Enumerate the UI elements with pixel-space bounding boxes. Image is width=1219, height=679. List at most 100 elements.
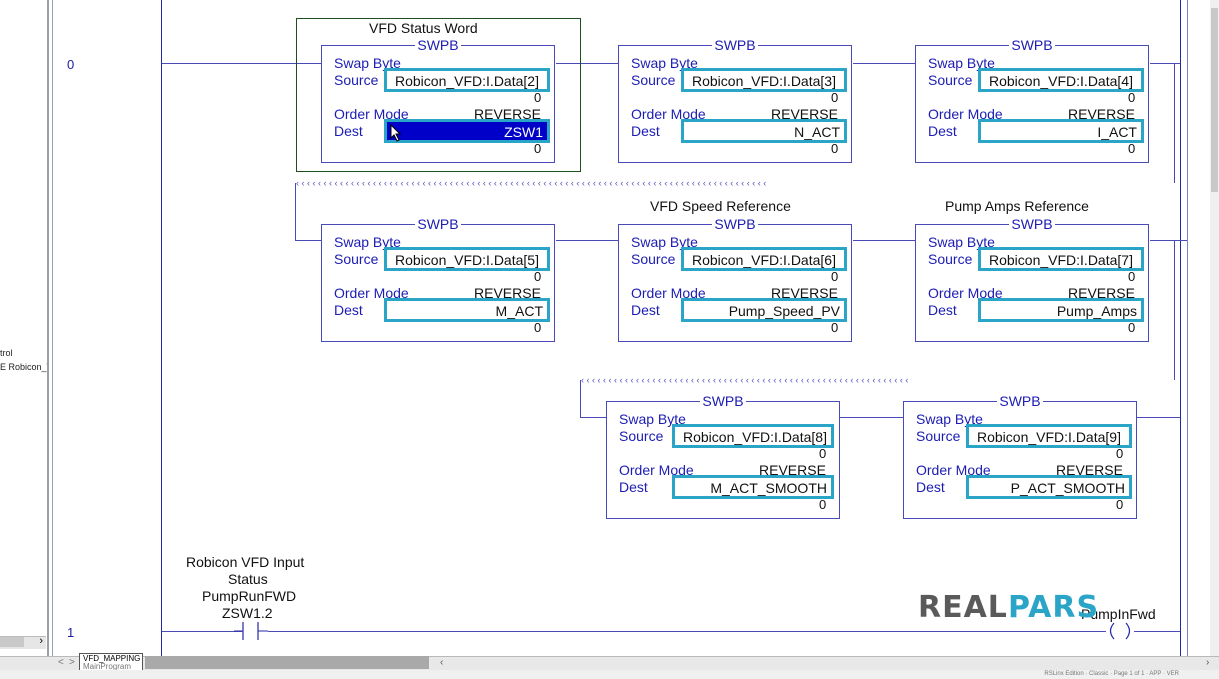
vertical-scroll-thumb[interactable]	[1211, 8, 1218, 192]
wrap-arrow-line: ‹ ‹ ‹ ‹ ‹ ‹ ‹ ‹ ‹ ‹ ‹ ‹ ‹ ‹ ‹ ‹ ‹ ‹ ‹ ‹ …	[296, 178, 767, 188]
left-power-rail	[161, 0, 162, 656]
contact-description: PumpRunFWD	[202, 588, 297, 604]
dest-operand-field[interactable]: I_ACT	[978, 119, 1144, 143]
contact-description: Status	[228, 571, 268, 587]
swap-byte-label: Swap Byte	[631, 55, 698, 71]
contact-description: Robicon VFD Input	[186, 554, 305, 570]
source-operand-field[interactable]: Robicon_VFD:I.Data[9]	[966, 424, 1132, 448]
wrap-wire	[580, 380, 581, 417]
organizer-scroll-right-arrow-icon[interactable]: ›	[39, 635, 43, 647]
wrap-wire	[1174, 240, 1175, 380]
source-operand-field[interactable]: Robicon_VFD:I.Data[6]	[681, 247, 847, 271]
horizontal-scroll-thumb[interactable]	[145, 656, 429, 669]
swpb-instruction-block[interactable]: SWPB Swap Byte Source Robicon_VFD:I.Data…	[321, 37, 555, 163]
dest-label: Dest	[334, 123, 363, 139]
controller-organizer-panel: trol E Robicon_V › izer	[0, 0, 53, 668]
source-value: 0	[1128, 269, 1136, 284]
rung-number[interactable]: 1	[67, 625, 75, 640]
mouse-cursor-icon	[390, 124, 402, 142]
organizer-scrollbar[interactable]: ›	[0, 635, 46, 649]
organizer-scroll-thumb[interactable]	[0, 637, 24, 647]
order-mode-label: Order Mode	[928, 285, 1003, 301]
dest-operand-field[interactable]: M_ACT	[384, 298, 550, 322]
order-mode-value: REVERSE	[759, 462, 826, 478]
swpb-instruction-block[interactable]: SWPB Swap Byte Source Robicon_VFD:I.Data…	[618, 37, 852, 163]
source-operand-field[interactable]: Robicon_VFD:I.Data[5]	[384, 247, 550, 271]
order-mode-label: Order Mode	[334, 285, 409, 301]
dest-operand-field[interactable]: Pump_Amps	[978, 298, 1144, 322]
tab-scroll-right-icon[interactable]: >	[69, 657, 75, 668]
swpb-instruction-block[interactable]: SWPB Swap Byte Source Robicon_VFD:I.Data…	[321, 216, 555, 342]
source-operand-field[interactable]: Robicon_VFD:I.Data[2]	[384, 68, 550, 92]
source-operand-field[interactable]: Robicon_VFD:I.Data[3]	[681, 68, 847, 92]
order-mode-label: Order Mode	[631, 285, 706, 301]
rung-wire	[1150, 240, 1187, 241]
block-title: SWPB	[415, 216, 461, 232]
source-label: Source	[631, 251, 676, 267]
routine-name: VFD_MAPPING	[83, 654, 141, 663]
rung-wire	[580, 417, 607, 418]
rung-wire	[1137, 417, 1180, 418]
rung-wire	[556, 63, 619, 64]
source-operand-field[interactable]: Robicon_VFD:I.Data[4]	[978, 68, 1144, 92]
dest-operand: Pump_Speed_PV	[728, 303, 840, 319]
order-mode-label: Order Mode	[334, 106, 409, 122]
routine-tab-vfd-mapping[interactable]: VFD_MAPPING MainProgram	[79, 653, 143, 671]
dest-operand: M_ACT_SMOOTH	[710, 480, 827, 496]
order-mode-label: Order Mode	[916, 462, 991, 478]
xic-contact-icon[interactable]	[234, 622, 268, 640]
source-operand-field[interactable]: Robicon_VFD:I.Data[7]	[978, 247, 1144, 271]
organizer-tree-item[interactable]: E Robicon_V	[0, 362, 53, 372]
dest-operand: P_ACT_SMOOTH	[1010, 480, 1125, 496]
vfd-speed-reference-caption: VFD Speed Reference	[650, 198, 791, 214]
contact-tag[interactable]: ZSW1.2	[222, 605, 273, 621]
block-title: SWPB	[415, 37, 461, 53]
rung-wire	[853, 63, 916, 64]
swpb-instruction-block[interactable]: SWPB Swap Byte Source Robicon_VFD:I.Data…	[618, 216, 852, 342]
source-value: 0	[831, 269, 839, 284]
block-title: SWPB	[700, 393, 746, 409]
pump-amps-reference-caption: Pump Amps Reference	[945, 198, 1089, 214]
dest-operand-field[interactable]: Pump_Speed_PV	[681, 298, 847, 322]
dest-operand-field[interactable]: M_ACT_SMOOTH	[672, 475, 834, 499]
rung-number[interactable]: 0	[67, 57, 75, 72]
dest-operand-field[interactable]: N_ACT	[681, 119, 847, 143]
dest-value: 0	[534, 141, 542, 156]
dest-operand-field[interactable]: P_ACT_SMOOTH	[966, 475, 1132, 499]
source-operand: Robicon_VFD:I.Data[7]	[989, 252, 1133, 268]
ote-coil-icon[interactable]	[1104, 622, 1136, 640]
block-title: SWPB	[997, 393, 1043, 409]
dest-operand-field[interactable]: ZSW1	[384, 119, 550, 143]
swpb-instruction-block[interactable]: SWPB Swap Byte Source Robicon_VFD:I.Data…	[915, 216, 1149, 342]
swpb-instruction-block[interactable]: SWPB Swap Byte Source Robicon_VFD:I.Data…	[903, 393, 1137, 519]
panel-splitter[interactable]	[47, 0, 53, 656]
realpars-logo: REALPARS	[918, 590, 1099, 625]
hscroll-right-arrow-icon[interactable]: ›	[1206, 657, 1210, 668]
dest-label: Dest	[619, 479, 648, 495]
right-power-rail	[1180, 0, 1181, 656]
order-mode-value: REVERSE	[1056, 462, 1123, 478]
swap-byte-label: Swap Byte	[334, 234, 401, 250]
wrap-wire	[1174, 63, 1175, 183]
organizer-tree-item[interactable]: trol	[0, 348, 13, 358]
tab-scroll-left-icon[interactable]: <	[58, 657, 64, 668]
dest-label: Dest	[928, 123, 957, 139]
dest-operand: ZSW1	[504, 124, 543, 140]
dest-value: 0	[1128, 320, 1136, 335]
swpb-instruction-block[interactable]: SWPB Swap Byte Source Robicon_VFD:I.Data…	[915, 37, 1149, 163]
swpb-instruction-block[interactable]: SWPB Swap Byte Source Robicon_VFD:I.Data…	[606, 393, 840, 519]
dest-operand: Pump_Amps	[1056, 303, 1137, 319]
dest-operand: I_ACT	[1097, 124, 1137, 140]
source-value: 0	[819, 446, 827, 461]
dest-label: Dest	[928, 302, 957, 318]
vertical-scrollbar[interactable]	[1210, 0, 1219, 656]
source-label: Source	[619, 428, 664, 444]
source-operand-field[interactable]: Robicon_VFD:I.Data[8]	[672, 424, 834, 448]
source-label: Source	[928, 251, 973, 267]
hscroll-left-arrow-icon[interactable]: ‹	[440, 657, 444, 668]
logo-part-2: PARS	[1007, 590, 1100, 625]
swap-byte-label: Swap Byte	[916, 411, 983, 427]
selection-frame	[296, 18, 581, 172]
dest-label: Dest	[631, 123, 660, 139]
coil-tag[interactable]: PumpInFwd	[1081, 606, 1156, 622]
